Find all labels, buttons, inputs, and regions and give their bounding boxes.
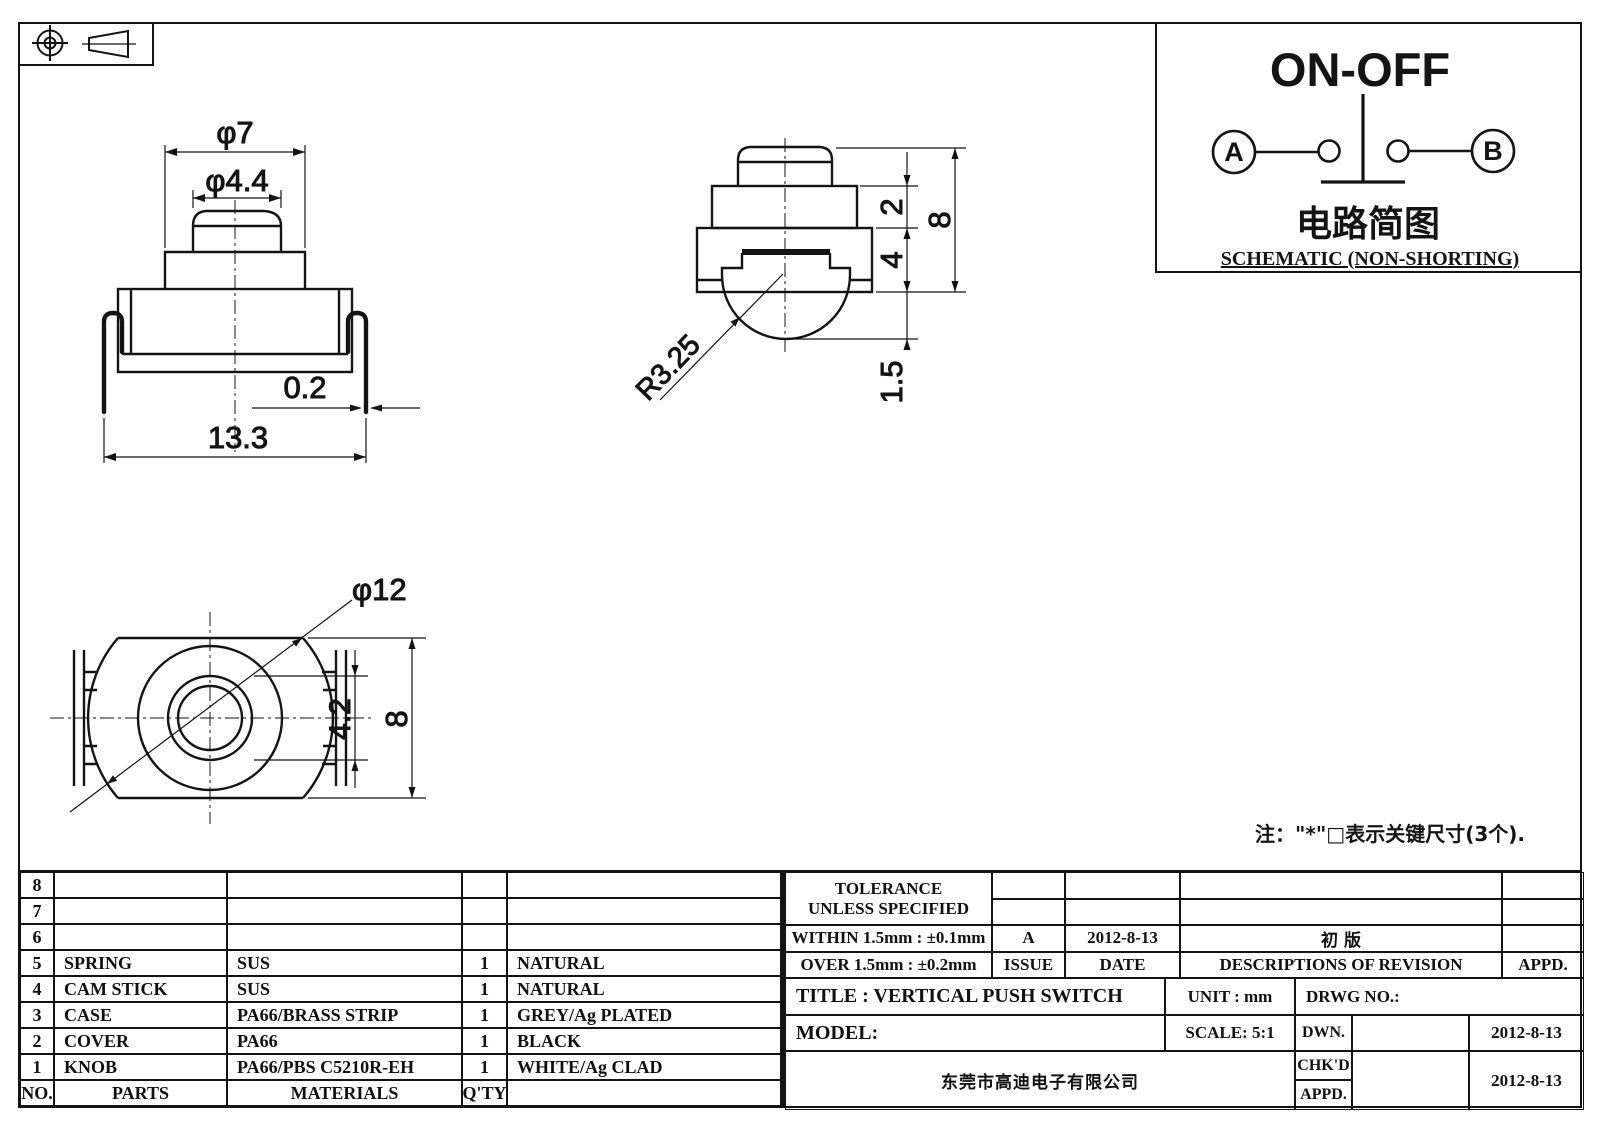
- scale-label: SCALE: 5:1: [1165, 1015, 1295, 1051]
- parts-row-qty: 1: [462, 1054, 507, 1080]
- title-block: TOLERANCE UNLESS SPECIFIED WITHIN 1.5mm …: [783, 870, 1584, 1110]
- tolerance-within: WITHIN 1.5mm : ±0.1mm: [785, 925, 992, 952]
- issue-label: ISSUE: [992, 951, 1065, 978]
- revision-issue-value: A: [992, 925, 1065, 952]
- parts-row-color: WHITE/Ag CLAD: [507, 1054, 781, 1080]
- parts-row-color: [507, 898, 781, 924]
- parts-header-qty: Q'TY: [462, 1080, 507, 1106]
- parts-row-no: 5: [20, 950, 54, 976]
- revision-appd-value: [1502, 925, 1584, 952]
- parts-row-no: 2: [20, 1028, 54, 1054]
- parts-row-material: SUS: [227, 976, 462, 1002]
- appd-label: APPD.: [1502, 951, 1584, 978]
- chkd-signature: [1352, 1051, 1469, 1110]
- parts-row-material: [227, 898, 462, 924]
- revision-cell-empty: [1065, 872, 1180, 899]
- parts-row-material: [227, 924, 462, 950]
- revision-desc-value: 初 版: [1180, 925, 1502, 952]
- parts-row-material: PA66/PBS C5210R-EH: [227, 1054, 462, 1080]
- parts-header-no: NO.: [20, 1080, 54, 1106]
- parts-row-no: 3: [20, 1002, 54, 1028]
- parts-row-no: 1: [20, 1054, 54, 1080]
- schematic-caption-en: SCHEMATIC (NON-SHORTING): [1221, 248, 1519, 270]
- parts-row-qty: 1: [462, 976, 507, 1002]
- parts-row-part: KNOB: [54, 1054, 227, 1080]
- parts-row-material: PA66/BRASS STRIP: [227, 1002, 462, 1028]
- parts-row-qty: [462, 872, 507, 898]
- parts-row-part: [54, 872, 227, 898]
- schematic-box: ON-OFF A B 电路简图 SCHEMATIC (NON-SHORTING): [1155, 22, 1582, 273]
- parts-row-color: NATURAL: [507, 950, 781, 976]
- projection-symbol-box: [18, 22, 154, 66]
- key-dimension-note: 注："*"□表示关键尺寸(3个).: [1255, 822, 1525, 846]
- date-label: DATE: [1065, 951, 1180, 978]
- parts-row-part: CASE: [54, 1002, 227, 1028]
- company-name: 东莞市高迪电子有限公司: [785, 1051, 1295, 1110]
- parts-row-no: 4: [20, 976, 54, 1002]
- drawing-title: TITLE : VERTICAL PUSH SWITCH: [785, 978, 1165, 1015]
- appd-label-2: APPD.: [1295, 1080, 1352, 1110]
- revision-cell-empty: [992, 898, 1065, 925]
- parts-row-color: NATURAL: [507, 976, 781, 1002]
- parts-header-color: [507, 1080, 781, 1106]
- revision-date-value: 2012-8-13: [1065, 925, 1180, 952]
- parts-row-no: 8: [20, 872, 54, 898]
- parts-row-part: [54, 924, 227, 950]
- schematic-diagram: ON-OFF A B 电路简图 SCHEMATIC (NON-SHORTING): [1211, 43, 1519, 270]
- parts-row-color: GREY/Ag PLATED: [507, 1002, 781, 1028]
- tolerance-over: OVER 1.5mm : ±0.2mm: [785, 951, 992, 978]
- third-angle-projection-icon: [32, 25, 136, 61]
- revision-cell-empty: [1180, 898, 1502, 925]
- parts-row-qty: 1: [462, 950, 507, 976]
- schematic-caption-cn: 电路简图: [1296, 204, 1440, 245]
- parts-row-color: [507, 924, 781, 950]
- chkd-date: 2012-8-13: [1469, 1051, 1584, 1110]
- descriptions-label: DESCRIPTIONS OF REVISION: [1180, 951, 1502, 978]
- parts-row-material: PA66: [227, 1028, 462, 1054]
- parts-row-no: 7: [20, 898, 54, 924]
- parts-row-part: COVER: [54, 1028, 227, 1054]
- parts-row-part: SPRING: [54, 950, 227, 976]
- parts-row-part: [54, 898, 227, 924]
- parts-row-qty: [462, 924, 507, 950]
- parts-table: 8 7 6 5 SPRING SUS 1 NATURAL 4 CAM STICK…: [18, 870, 783, 1108]
- parts-header-parts: PARTS: [54, 1080, 227, 1106]
- model-label: MODEL:: [785, 1015, 1165, 1051]
- tolerance-line1: TOLERANCE: [834, 878, 943, 898]
- parts-row-material: [227, 872, 462, 898]
- parts-row-color: [507, 872, 781, 898]
- chkd-label: CHK'D: [1295, 1051, 1352, 1080]
- revision-cell-empty: [992, 872, 1065, 899]
- terminal-a-label: A: [1224, 137, 1244, 167]
- parts-row-no: 6: [20, 924, 54, 950]
- unit-label: UNIT : mm: [1165, 978, 1295, 1015]
- parts-row-qty: 1: [462, 1002, 507, 1028]
- revision-cell-empty: [1065, 898, 1180, 925]
- parts-row-material: SUS: [227, 950, 462, 976]
- tolerance-header: TOLERANCE UNLESS SPECIFIED: [785, 872, 992, 925]
- dwn-date: 2012-8-13: [1469, 1015, 1584, 1051]
- parts-header-materials: MATERIALS: [227, 1080, 462, 1106]
- drwg-no-label: DRWG NO.:: [1295, 978, 1584, 1015]
- parts-row-qty: [462, 898, 507, 924]
- parts-row-part: CAM STICK: [54, 976, 227, 1002]
- terminal-b-label: B: [1483, 136, 1503, 166]
- revision-cell-empty: [1502, 898, 1584, 925]
- parts-row-qty: 1: [462, 1028, 507, 1054]
- dwn-signature: [1352, 1015, 1469, 1051]
- revision-cell-empty: [1180, 872, 1502, 899]
- parts-row-color: BLACK: [507, 1028, 781, 1054]
- tolerance-line2: UNLESS SPECIFIED: [807, 898, 970, 918]
- revision-cell-empty: [1502, 872, 1584, 899]
- schematic-title: ON-OFF: [1270, 43, 1450, 96]
- dwn-label: DWN.: [1295, 1015, 1352, 1051]
